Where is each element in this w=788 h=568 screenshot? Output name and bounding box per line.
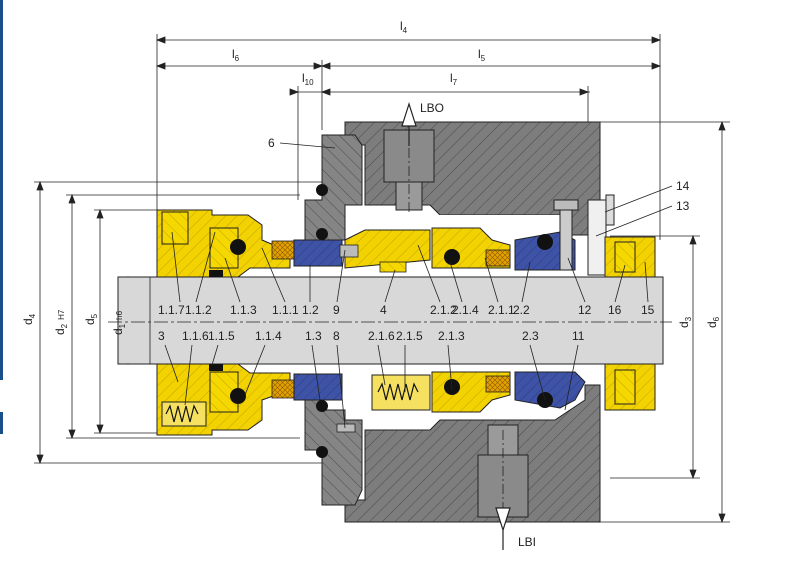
callout-13: 13 — [676, 199, 690, 213]
part-label: 9 — [333, 303, 340, 317]
part-label: 2.2 — [513, 303, 530, 317]
part-label: 2.1.1 — [488, 303, 515, 317]
part-label: 1.1.3 — [230, 303, 257, 317]
sidebar-strip — [0, 0, 3, 380]
dim-d4: d4 — [21, 313, 37, 325]
dim-d1: d1h6 — [111, 310, 127, 335]
port-labels: LBO LBI 6 14 13 — [268, 101, 690, 549]
part-label: 1.1.7 — [158, 303, 185, 317]
part-label: 2.1.4 — [452, 303, 479, 317]
dim-l6: l6 — [232, 47, 240, 63]
upper-part-labels: 1.1.7 1.1.2 1.1.3 1.1.1 1.2 9 4 2.1.2 2.… — [158, 303, 655, 317]
dim-l7: l7 — [450, 71, 458, 87]
part-label: 1.1.5 — [208, 329, 235, 343]
center-sleeve — [339, 229, 431, 411]
part-label: 4 — [380, 303, 387, 317]
right-dimensions — [600, 120, 730, 524]
part-label: 1.1.2 — [185, 303, 212, 317]
port-outlet-label: LBO — [420, 101, 444, 115]
housing — [304, 112, 601, 545]
part-label: 15 — [641, 303, 655, 317]
part-label: 8 — [333, 329, 340, 343]
dimension-labels: l4 l6 l5 l10 l7 d4 d2H7 d5 d1h6 d3 d6 — [21, 19, 721, 335]
callout-14: 14 — [676, 179, 690, 193]
dim-d2: d2H7 — [53, 309, 69, 335]
left-seal-upper — [156, 184, 343, 278]
part-label: 11 — [572, 329, 585, 343]
top-dimensions — [155, 34, 662, 240]
part-label: 1.3 — [305, 329, 322, 343]
dim-l10: l10 — [302, 71, 314, 87]
dim-d6: d6 — [705, 316, 721, 328]
part-label: 2.1.2 — [430, 303, 457, 317]
leader-lines — [164, 142, 673, 429]
shaft — [108, 276, 672, 365]
dim-l4: l4 — [400, 19, 408, 35]
part-label: 1.1.1 — [272, 303, 299, 317]
part-label: 3 — [158, 329, 165, 343]
part-label: 1.1.4 — [255, 329, 282, 343]
part-label: 16 — [608, 303, 622, 317]
part-label: 2.3 — [522, 329, 539, 343]
sidebar-tab — [0, 412, 3, 434]
left-seal-lower — [156, 363, 356, 458]
lower-part-labels: 3 1.1.6 1.1.5 1.1.4 1.3 8 2.1.6 2.1.5 2.… — [158, 329, 585, 343]
part-label: 2.1.6 — [368, 329, 395, 343]
part-label: 1.2 — [302, 303, 319, 317]
port-inlet-label: LBI — [518, 535, 536, 549]
part-label: 12 — [578, 303, 592, 317]
right-seal-upper — [431, 194, 656, 278]
dim-d3: d3 — [677, 316, 693, 328]
callout-6: 6 — [268, 136, 275, 150]
port-arrows — [401, 102, 511, 550]
part-label: 2.1.3 — [438, 329, 465, 343]
part-label: 1.1.6 — [182, 329, 209, 343]
dim-l5: l5 — [478, 47, 486, 63]
right-seal-lower — [431, 363, 656, 413]
dim-d5: d5 — [83, 313, 99, 325]
part-label: 2.1.5 — [396, 329, 423, 343]
